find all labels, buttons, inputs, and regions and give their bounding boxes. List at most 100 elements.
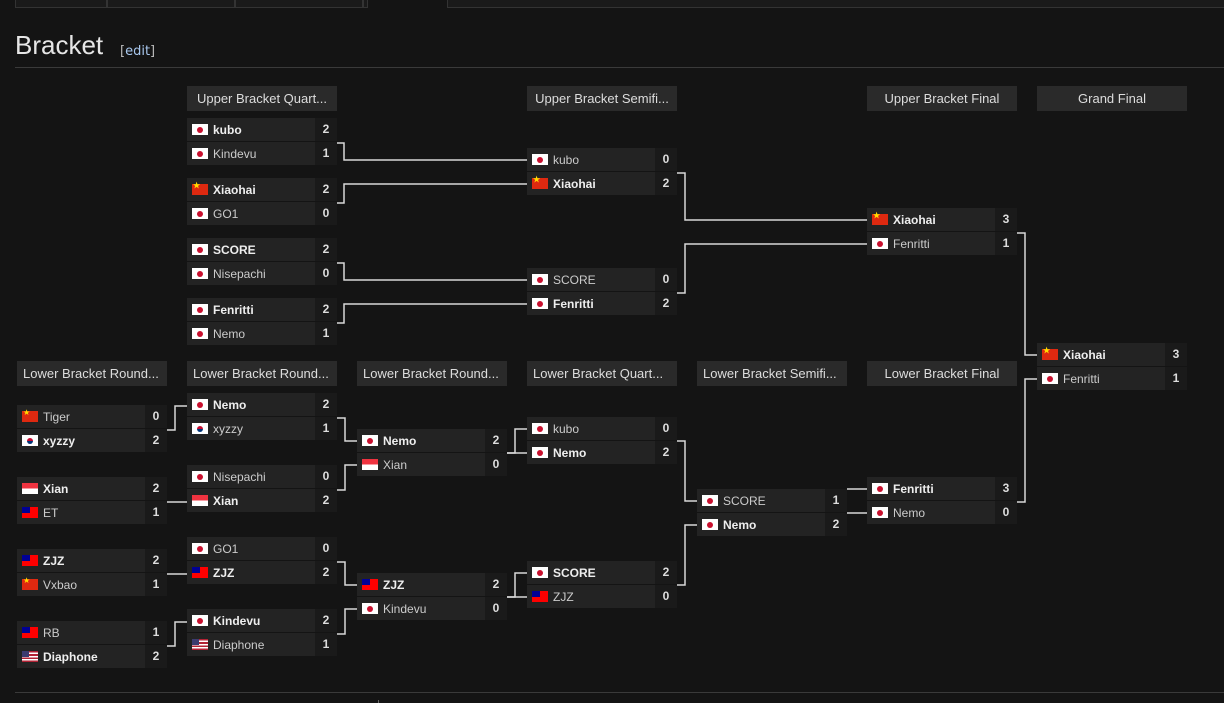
player-name[interactable]: Nemo (553, 445, 587, 460)
top-tab-1[interactable] (15, 0, 107, 8)
player-cell[interactable]: ET (17, 501, 144, 524)
player-cell[interactable]: Diaphone (17, 645, 144, 668)
player-cell[interactable]: SCORE (187, 238, 314, 261)
player-name[interactable]: Fenritti (553, 296, 594, 311)
player-name[interactable]: Xian (213, 493, 239, 508)
player-name[interactable]: GO1 (213, 206, 239, 221)
player-name[interactable]: Kindevu (213, 146, 257, 161)
player-name[interactable]: Nisepachi (213, 469, 266, 484)
player-cell[interactable]: Fenritti (1037, 367, 1164, 390)
player-name[interactable]: SCORE (213, 242, 256, 257)
player-cell[interactable]: SCORE (697, 489, 824, 512)
player-name[interactable]: Nemo (893, 505, 926, 520)
player-cell[interactable]: Xiaohai (1037, 343, 1164, 366)
player-cell[interactable]: kubo (527, 148, 654, 171)
player-name[interactable]: ZJZ (213, 565, 235, 580)
player-cell[interactable]: Nisepachi (187, 465, 314, 488)
player-cell[interactable]: GO1 (187, 537, 314, 560)
player-cell[interactable]: Xian (187, 489, 314, 512)
player-name[interactable]: SCORE (553, 272, 596, 287)
player-cell[interactable]: Nemo (527, 441, 654, 464)
player-name[interactable]: Kindevu (383, 601, 427, 616)
player-cell[interactable]: Tiger (17, 405, 144, 428)
player-cell[interactable]: Nemo (357, 429, 484, 452)
player-name[interactable]: RB (43, 625, 60, 640)
player-cell[interactable]: Nemo (867, 501, 994, 524)
player-name[interactable]: Diaphone (213, 637, 265, 652)
player-cell[interactable]: ZJZ (357, 573, 484, 596)
player-name[interactable]: ZJZ (43, 553, 65, 568)
player-cell[interactable]: xyzzy (17, 429, 144, 452)
player-name[interactable]: Vxbao (43, 577, 78, 592)
player-name[interactable]: Nemo (213, 397, 247, 412)
player-name[interactable]: Tiger (43, 409, 70, 424)
player-cell[interactable]: Xiaohai (527, 172, 654, 195)
player-cell[interactable]: Nisepachi (187, 262, 314, 285)
player-cell[interactable]: Xiaohai (187, 178, 314, 201)
player-cell[interactable]: RB (17, 621, 144, 644)
player-cell[interactable]: xyzzy (187, 417, 314, 440)
player-name[interactable]: Fenritti (893, 481, 934, 496)
player-name[interactable]: Diaphone (43, 649, 98, 664)
top-tab-3[interactable] (235, 0, 363, 8)
player-cell[interactable]: Fenritti (867, 232, 994, 255)
player-name[interactable]: kubo (553, 421, 580, 436)
edit-link[interactable]: [edit] (120, 44, 155, 59)
player-name[interactable]: kubo (213, 122, 242, 137)
player-cell[interactable]: Kindevu (187, 142, 314, 165)
player-cell[interactable]: Vxbao (17, 573, 144, 596)
player-name[interactable]: ET (43, 505, 59, 520)
player-name[interactable]: Nemo (213, 326, 246, 341)
player-name[interactable]: Nemo (383, 433, 417, 448)
player-name[interactable]: SCORE (553, 565, 596, 580)
player-name[interactable]: GO1 (213, 541, 239, 556)
player-cell[interactable]: SCORE (527, 268, 654, 291)
player-cell[interactable]: Xian (17, 477, 144, 500)
player-name[interactable]: ZJZ (383, 577, 405, 592)
player-name[interactable]: SCORE (723, 493, 766, 508)
match-ubsf1[interactable]: kubo0Xiaohai2 (527, 148, 677, 196)
